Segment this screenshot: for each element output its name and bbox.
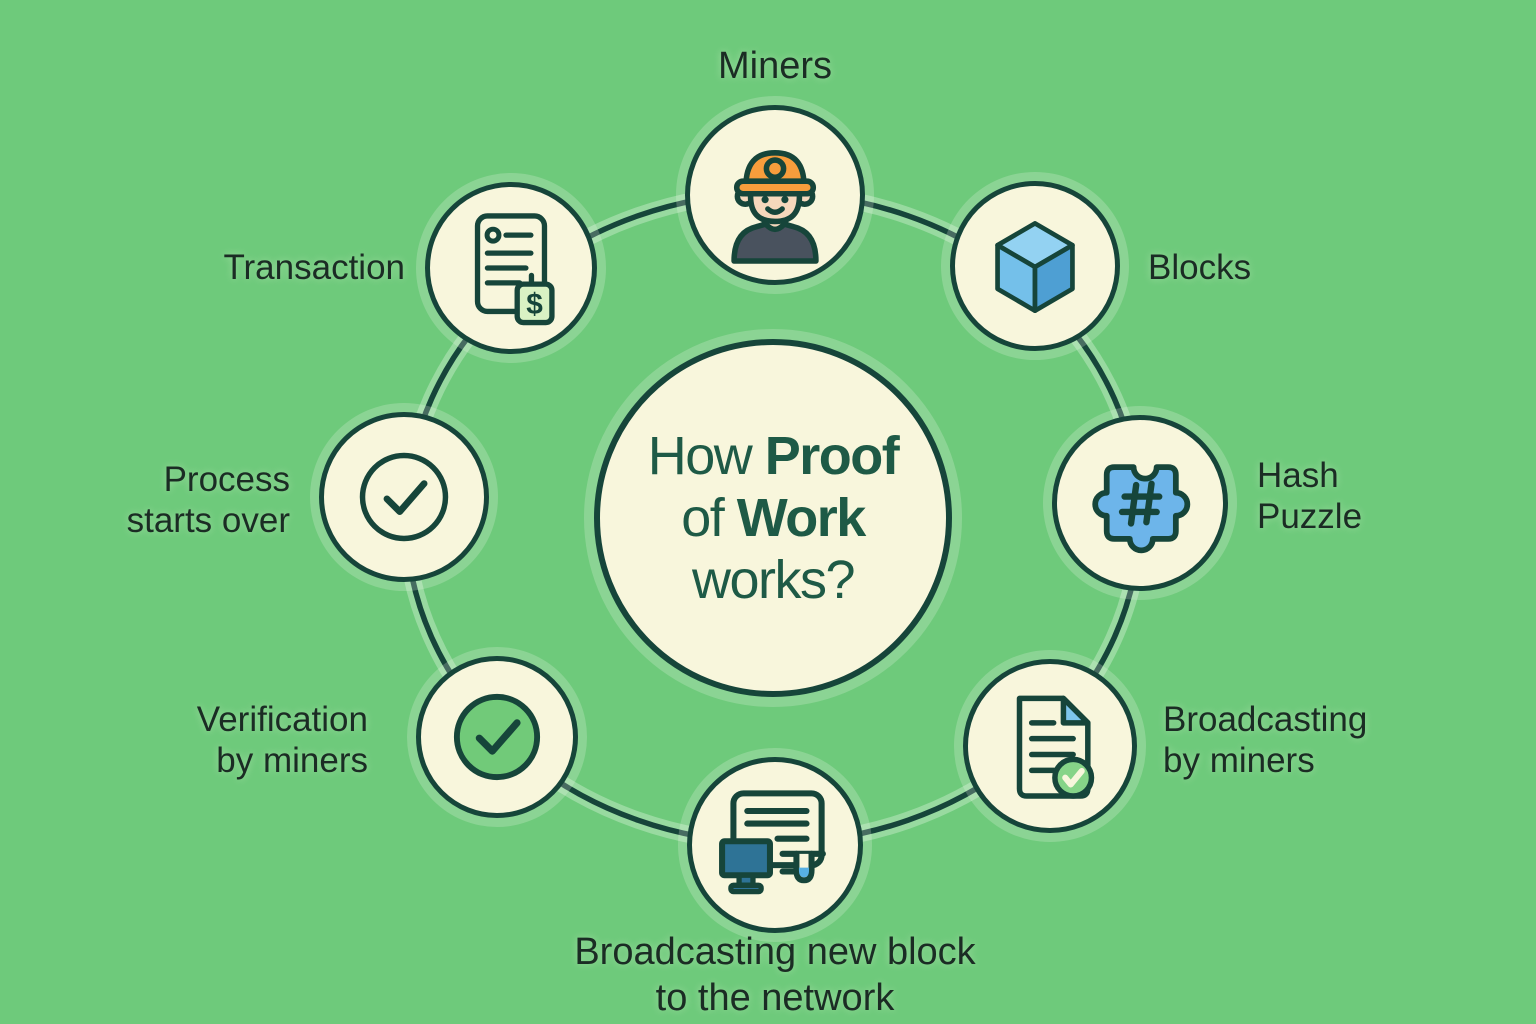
node-verification-by-miners xyxy=(416,656,578,818)
title-word-bold: Proof xyxy=(764,426,900,486)
broadcasting-new-block-label: Broadcasting new block to the network xyxy=(574,931,976,1019)
node-hash-puzzle xyxy=(1052,415,1228,591)
document-check-icon xyxy=(1016,695,1095,799)
broadcasting-by-miners-label: Broadcasting by miners xyxy=(1163,700,1368,780)
title-word: works? xyxy=(691,550,856,610)
transaction-label: Transaction xyxy=(223,248,405,287)
blocks-label: Blocks xyxy=(1148,248,1252,287)
verification-by-miners-label: Verification by miners xyxy=(196,700,368,780)
node-process-starts-over xyxy=(319,412,489,582)
node-miners xyxy=(685,105,865,285)
check-outline-icon xyxy=(359,452,449,542)
title-word: of xyxy=(681,488,725,548)
hash-puzzle-label: Hash Puzzle xyxy=(1257,456,1363,536)
check-filled-icon xyxy=(453,693,541,781)
diagram-title: How Proof of Work works? xyxy=(647,425,900,611)
cube-icon xyxy=(995,221,1075,314)
title-word-bold: Work xyxy=(736,488,867,548)
miner-icon xyxy=(731,150,819,264)
puzzle-hash-icon xyxy=(1092,464,1191,554)
node-blocks xyxy=(950,181,1120,351)
broadcast-monitor-icon xyxy=(719,790,826,895)
svg-text:$: $ xyxy=(526,288,543,321)
node-broadcasting-by-miners xyxy=(963,659,1137,833)
process-starts-over-label: Process starts over xyxy=(126,460,290,540)
invoice-dollar-icon: $ xyxy=(474,213,555,326)
node-transaction: $ xyxy=(425,182,597,354)
center-circle: How Proof of Work works? xyxy=(594,339,952,697)
miners-label: Miners xyxy=(717,45,833,87)
title-word: How xyxy=(647,426,753,486)
node-broadcasting-new-block xyxy=(687,757,863,933)
